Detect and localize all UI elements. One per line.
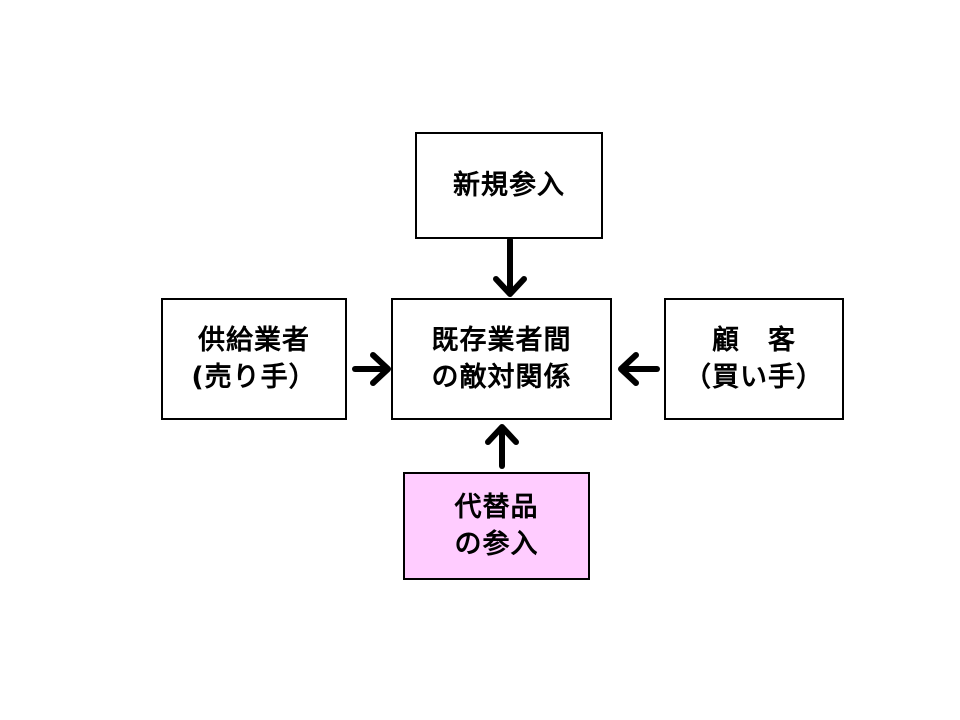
arrow-substitutes-to-rivalry — [485, 424, 519, 469]
suppliers-label: 供給業者 — [198, 325, 310, 356]
rivalry-box: 既存業者間 の敵対関係 — [391, 298, 612, 420]
rivalry-sublabel: の敵対関係 — [431, 362, 572, 393]
substitutes-box: 代替品 の参入 — [403, 472, 590, 580]
suppliers-sublabel: (売り手） — [191, 362, 317, 393]
rivalry-label: 既存業者間 — [431, 325, 572, 356]
substitutes-label: 代替品 — [454, 492, 539, 523]
buyers-label: 顧 客 — [712, 325, 796, 356]
arrow-suppliers-to-rivalry — [352, 352, 391, 386]
arrow-new-entrants-to-rivalry — [493, 237, 527, 297]
substitutes-sublabel: の参入 — [454, 529, 539, 560]
buyers-box: 顧 客 （買い手） — [664, 298, 844, 420]
buyers-sublabel: （買い手） — [684, 362, 824, 393]
new-entrants-box: 新規参入 — [415, 132, 603, 239]
new-entrants-label: 新規参入 — [453, 170, 565, 201]
suppliers-box: 供給業者 (売り手） — [161, 298, 347, 420]
arrow-buyers-to-rivalry — [618, 352, 660, 386]
